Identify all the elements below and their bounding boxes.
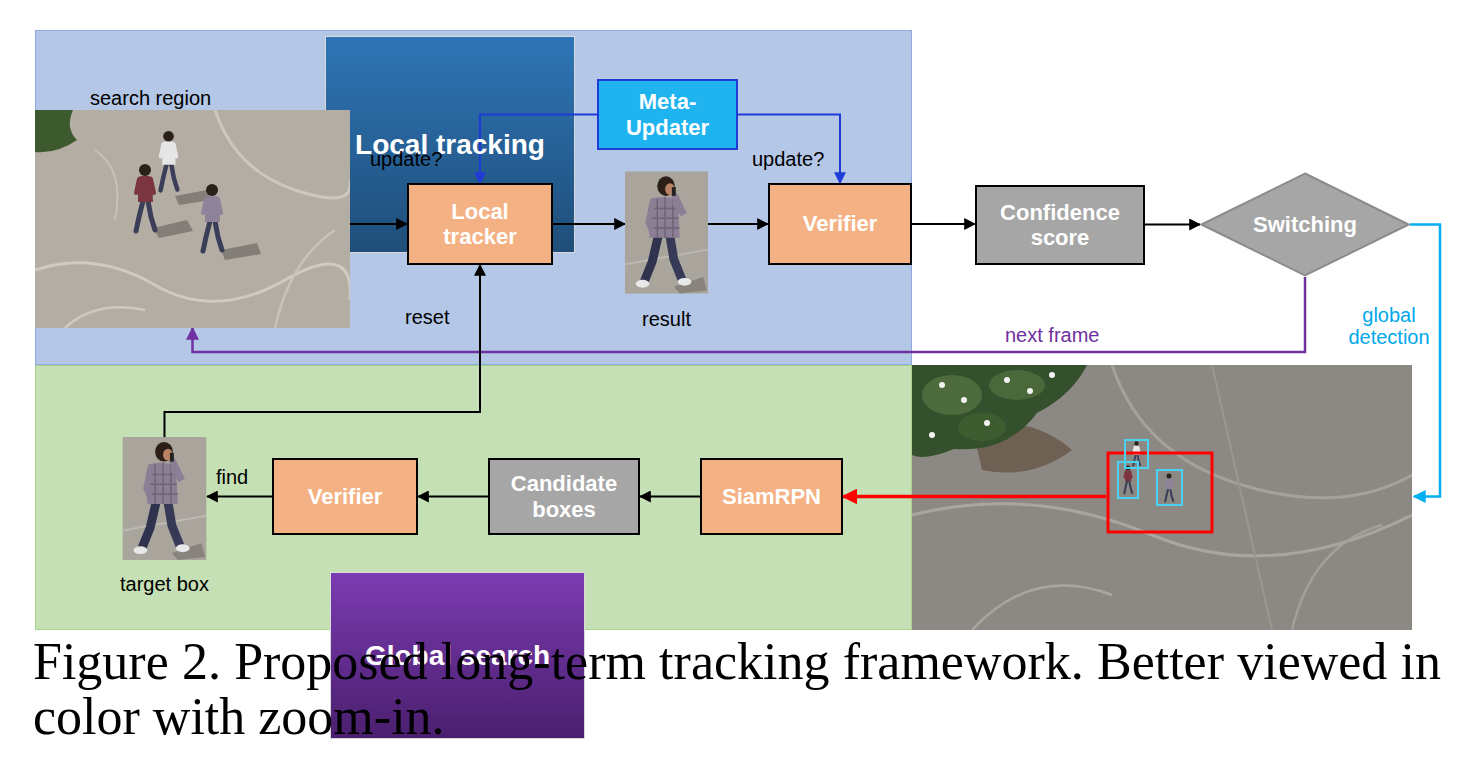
connector-line xyxy=(1410,225,1440,497)
global-photo-part xyxy=(1125,440,1148,468)
connector-line xyxy=(350,223,407,225)
global-photo-part xyxy=(912,365,1087,457)
global-photo-part xyxy=(1165,473,1173,501)
image-panel: result xyxy=(625,170,708,331)
box-label: Confidence score xyxy=(985,200,1135,251)
global-photo-part xyxy=(989,370,1045,400)
image-caption: search region xyxy=(90,86,211,110)
global-photo-part xyxy=(1212,365,1272,630)
edge-label-box: reset xyxy=(405,306,449,328)
connector-arrow xyxy=(480,115,597,184)
box-label: SiamRPN xyxy=(722,484,821,509)
connector-arrow xyxy=(350,224,407,225)
connector-arrow xyxy=(708,224,768,225)
connector-line xyxy=(1145,224,1200,226)
box-label: Verifier xyxy=(308,484,383,509)
connector-line xyxy=(164,265,480,437)
global-photo-part xyxy=(922,375,982,415)
photo-frame xyxy=(35,110,350,328)
global-photo-part xyxy=(1049,372,1055,378)
process-box: Local tracker xyxy=(407,183,553,265)
connector-arrow xyxy=(418,496,488,497)
caption-box: Figure 2. Proposed long-term tracking fr… xyxy=(33,634,1441,744)
image-caption: target box xyxy=(120,572,209,596)
photo xyxy=(123,437,207,560)
connector-arrow xyxy=(912,224,975,225)
connector-line xyxy=(708,223,768,225)
edge-label-box: global detection xyxy=(1342,304,1436,348)
global-photo-part xyxy=(1118,462,1138,498)
box-label: Candidate boxes xyxy=(498,471,630,522)
edge-label: global detection xyxy=(1342,304,1436,348)
process-box: SiamRPN xyxy=(700,458,843,535)
box-label: Meta- Updater xyxy=(607,89,728,140)
connector-arrow xyxy=(738,115,840,184)
connector-line xyxy=(553,223,625,225)
edge-label: next frame xyxy=(1005,324,1099,346)
decision-diamond: Switching xyxy=(1200,172,1410,277)
edge-label: reset xyxy=(405,306,449,328)
image-panel: target box xyxy=(120,437,209,596)
connector-arrow xyxy=(553,224,625,225)
edge-label-box: find xyxy=(216,466,248,488)
global-photo-part xyxy=(939,382,945,388)
connector-line xyxy=(912,223,975,225)
photo xyxy=(35,110,350,328)
data-box: Candidate boxes xyxy=(488,458,640,535)
edge-label-box: update? xyxy=(370,148,442,170)
connector-line xyxy=(207,496,272,498)
decision-label: Switching xyxy=(1253,212,1357,237)
edge-label-box: update? xyxy=(752,148,824,170)
global-photo-part xyxy=(1108,453,1212,532)
image-caption: result xyxy=(642,307,691,331)
global-photo-part xyxy=(961,397,967,403)
diamond-shape xyxy=(1202,174,1409,276)
updater-box: Meta- Updater xyxy=(597,79,738,150)
global-photo-part xyxy=(972,586,1112,630)
edge-label: update? xyxy=(370,148,442,170)
global-photo-part xyxy=(1124,465,1132,493)
connector-arrow xyxy=(164,265,480,437)
global-photo-part xyxy=(1157,470,1182,505)
figure-caption: Figure 2. Proposed long-term tracking fr… xyxy=(33,634,1441,744)
connector-arrow xyxy=(1145,224,1200,225)
global-photo-part xyxy=(929,432,935,438)
global-photo-part xyxy=(1292,525,1382,630)
photo-frame xyxy=(122,437,207,560)
edge-label-box: next frame xyxy=(1005,324,1099,346)
connector-arrow xyxy=(843,225,1440,497)
connector-line xyxy=(480,115,597,184)
process-box: Verifier xyxy=(272,458,418,535)
box-label: Local tracker xyxy=(417,199,543,250)
global-photo-part xyxy=(1004,377,1010,383)
connector-layer-part xyxy=(164,115,1440,497)
connector-line xyxy=(843,495,1106,499)
connector-line xyxy=(193,277,1306,352)
connector-arrow xyxy=(207,496,272,497)
edge-label: update? xyxy=(752,148,824,170)
box-label: Verifier xyxy=(803,211,878,236)
data-box: Confidence score xyxy=(975,185,1145,265)
connector-line xyxy=(640,496,700,498)
photo-frame xyxy=(625,170,708,295)
connector-arrow xyxy=(193,277,1306,352)
global-photo-part xyxy=(984,420,990,426)
connector-line xyxy=(738,115,840,184)
process-box: Verifier xyxy=(768,183,912,265)
connector-arrow xyxy=(640,496,700,497)
global-photo-part xyxy=(958,413,1006,441)
global-photo-part xyxy=(1027,388,1033,394)
image-panel: search region xyxy=(35,86,350,328)
connector-line xyxy=(418,496,488,498)
region-band: search region Meta- UpdaterLocal tracker r… xyxy=(35,30,912,365)
photo xyxy=(625,171,708,293)
edge-label: find xyxy=(216,466,248,488)
